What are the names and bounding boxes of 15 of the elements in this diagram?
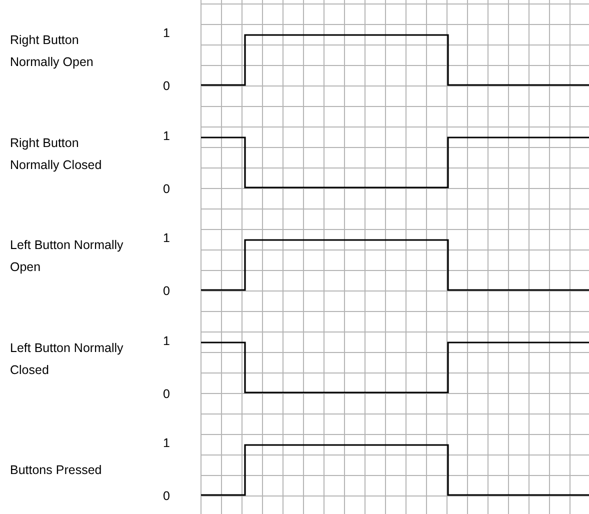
signal-label: Buttons Pressed <box>10 462 103 479</box>
level-label: 0 <box>163 180 170 198</box>
level-label: 1 <box>163 435 170 452</box>
level-label: 1 <box>163 128 170 144</box>
signal-label: Left Button Normally Open <box>10 237 124 276</box>
signal-label: Right Button Normally Closed <box>10 134 103 174</box>
level-label: 0 <box>163 78 170 95</box>
level-label: 1 <box>163 332 170 350</box>
level-label: 0 <box>163 283 170 300</box>
signal-label: Left Button Normally Closed <box>10 340 124 378</box>
signal-label: Right Button Normally Open <box>10 32 94 71</box>
level-label: 0 <box>163 488 170 505</box>
level-label: 0 <box>163 386 170 402</box>
level-label: 1 <box>163 25 170 42</box>
level-label: 1 <box>163 230 170 247</box>
